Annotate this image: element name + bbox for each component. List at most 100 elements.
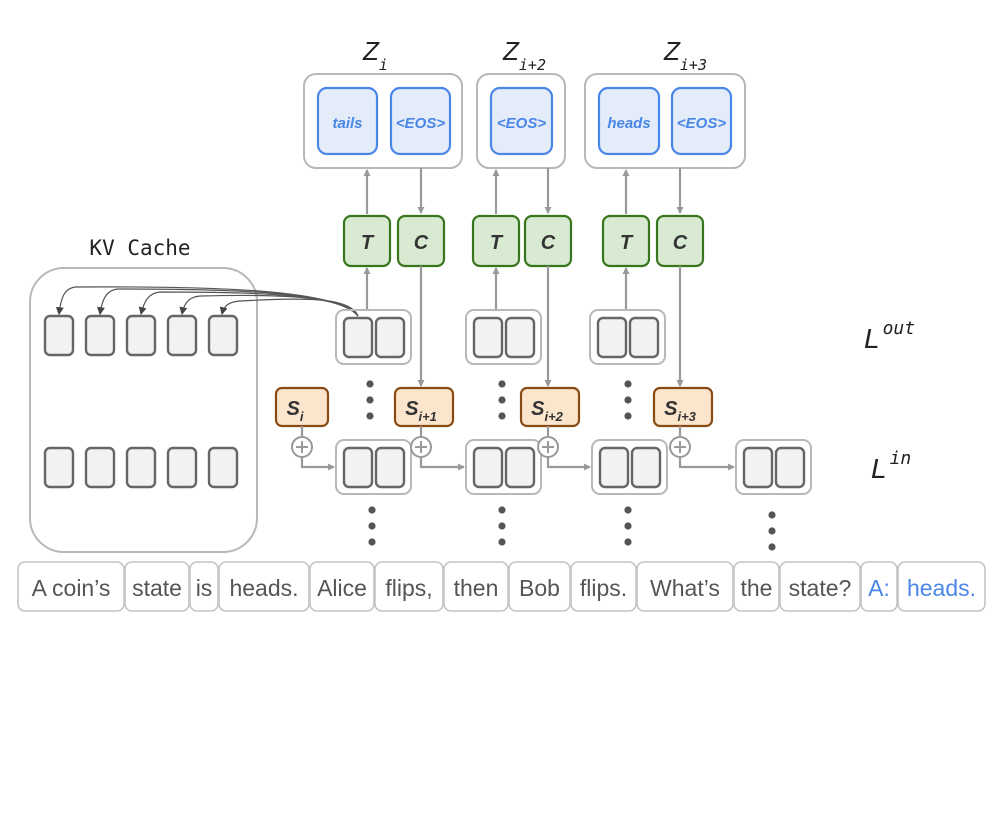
state-label: Si+3 xyxy=(664,398,697,424)
answer-token: heads. xyxy=(907,575,976,601)
state-box-2: Si+1 xyxy=(393,386,455,428)
hidden-cell xyxy=(504,316,536,359)
vertical-ellipsis-icon xyxy=(366,380,374,420)
state-box-1: Si xyxy=(274,386,330,428)
output-token-label: tails xyxy=(332,115,362,132)
arrows xyxy=(300,168,736,471)
transition-label: T xyxy=(620,232,634,254)
kv-cache-row-bottom xyxy=(43,446,239,489)
pair-outline xyxy=(591,439,668,495)
tc-pair-3: T C xyxy=(601,214,705,268)
kv-cell xyxy=(125,314,157,357)
token-box xyxy=(779,561,861,612)
kv-cell xyxy=(84,314,116,357)
input-token: state? xyxy=(789,575,852,601)
input-token: then xyxy=(454,575,499,601)
state-box xyxy=(652,386,714,428)
hidden-cell xyxy=(628,316,660,359)
in-layer-pair-1 xyxy=(335,439,412,495)
hidden-cell xyxy=(472,316,504,359)
state-box-3: Si+2 xyxy=(519,386,581,428)
hidden-cell xyxy=(596,316,628,359)
output-token-box xyxy=(597,86,661,156)
output-token-box xyxy=(389,86,452,156)
state-box xyxy=(519,386,581,428)
out-layer-pair-2 xyxy=(465,309,542,365)
input-token: What’s xyxy=(650,575,720,601)
token-box xyxy=(309,561,375,612)
state-box xyxy=(393,386,455,428)
input-token: Alice xyxy=(317,575,367,601)
kv-cell xyxy=(43,314,75,357)
vertical-ellipsis-icon xyxy=(498,506,506,546)
hidden-cell xyxy=(630,446,662,489)
arrow-plus-to-in xyxy=(546,458,592,471)
in-layer-pair-3 xyxy=(591,439,668,495)
pair-outline xyxy=(735,439,812,495)
kv-write-arrows xyxy=(55,286,359,317)
output-group-1: tails <EOS> xyxy=(303,73,463,169)
vertical-ellipsis-icon xyxy=(624,380,632,420)
hidden-cell xyxy=(374,446,406,489)
plus-icon xyxy=(537,436,559,458)
token-box xyxy=(733,561,780,612)
output-group-3: heads <EOS> xyxy=(584,73,746,169)
hidden-cell xyxy=(598,446,630,489)
state-label: Si+1 xyxy=(405,398,437,424)
token-box xyxy=(218,561,310,612)
pair-outline xyxy=(335,309,412,365)
pair-outline xyxy=(589,309,666,365)
in-layer-pair-4 xyxy=(735,439,812,495)
output-token-label: <EOS> xyxy=(677,115,726,132)
answer-token: A: xyxy=(868,575,890,601)
state-box-4: Si+3 xyxy=(652,386,714,428)
vertical-ellipsis-icon xyxy=(768,511,776,551)
output-group-box xyxy=(303,73,463,169)
hidden-cell xyxy=(374,316,406,359)
output-token-box xyxy=(316,86,379,156)
token-box xyxy=(897,561,986,612)
transition-label: T xyxy=(490,232,504,254)
compress-label: C xyxy=(541,232,556,254)
output-group-2: <EOS> xyxy=(476,73,566,169)
in-layer-pair-2 xyxy=(465,439,542,495)
pair-outline xyxy=(465,309,542,365)
input-token: the xyxy=(741,575,773,601)
tc-pair-1: T C xyxy=(342,214,446,268)
plus-icon xyxy=(669,436,691,458)
kv-cache-box xyxy=(29,267,258,553)
state-label: Si xyxy=(287,398,304,424)
arrow-plus-to-in xyxy=(419,458,466,471)
out-layer-pair-1 xyxy=(335,309,412,365)
input-token: Bob xyxy=(519,575,560,601)
compress-label: C xyxy=(673,232,688,254)
kv-cell xyxy=(166,314,198,357)
hidden-cell xyxy=(342,446,374,489)
plus-icon xyxy=(291,436,313,458)
input-token: heads. xyxy=(229,575,298,601)
output-token-box xyxy=(670,86,733,156)
transition-box xyxy=(342,214,392,268)
token-box xyxy=(17,561,125,612)
kv-cache-row-top xyxy=(43,314,239,357)
hidden-cell xyxy=(742,446,774,489)
output-token-label: <EOS> xyxy=(497,115,546,132)
token-box xyxy=(570,561,637,612)
vertical-ellipsis-icon xyxy=(498,380,506,420)
z-label-1: Zi xyxy=(362,36,388,74)
arrow-plus-to-in xyxy=(678,458,736,471)
output-token-box xyxy=(489,86,554,156)
token-box xyxy=(374,561,444,612)
arrow-plus-to-in xyxy=(300,458,336,471)
state-label: Si+2 xyxy=(531,398,564,424)
hidden-cell xyxy=(342,316,374,359)
layer-ellipses-mid xyxy=(366,380,632,420)
pair-outline xyxy=(465,439,542,495)
token-box xyxy=(860,561,898,612)
transition-box xyxy=(601,214,651,268)
plus-icon xyxy=(410,436,432,458)
hidden-cell xyxy=(774,446,806,489)
